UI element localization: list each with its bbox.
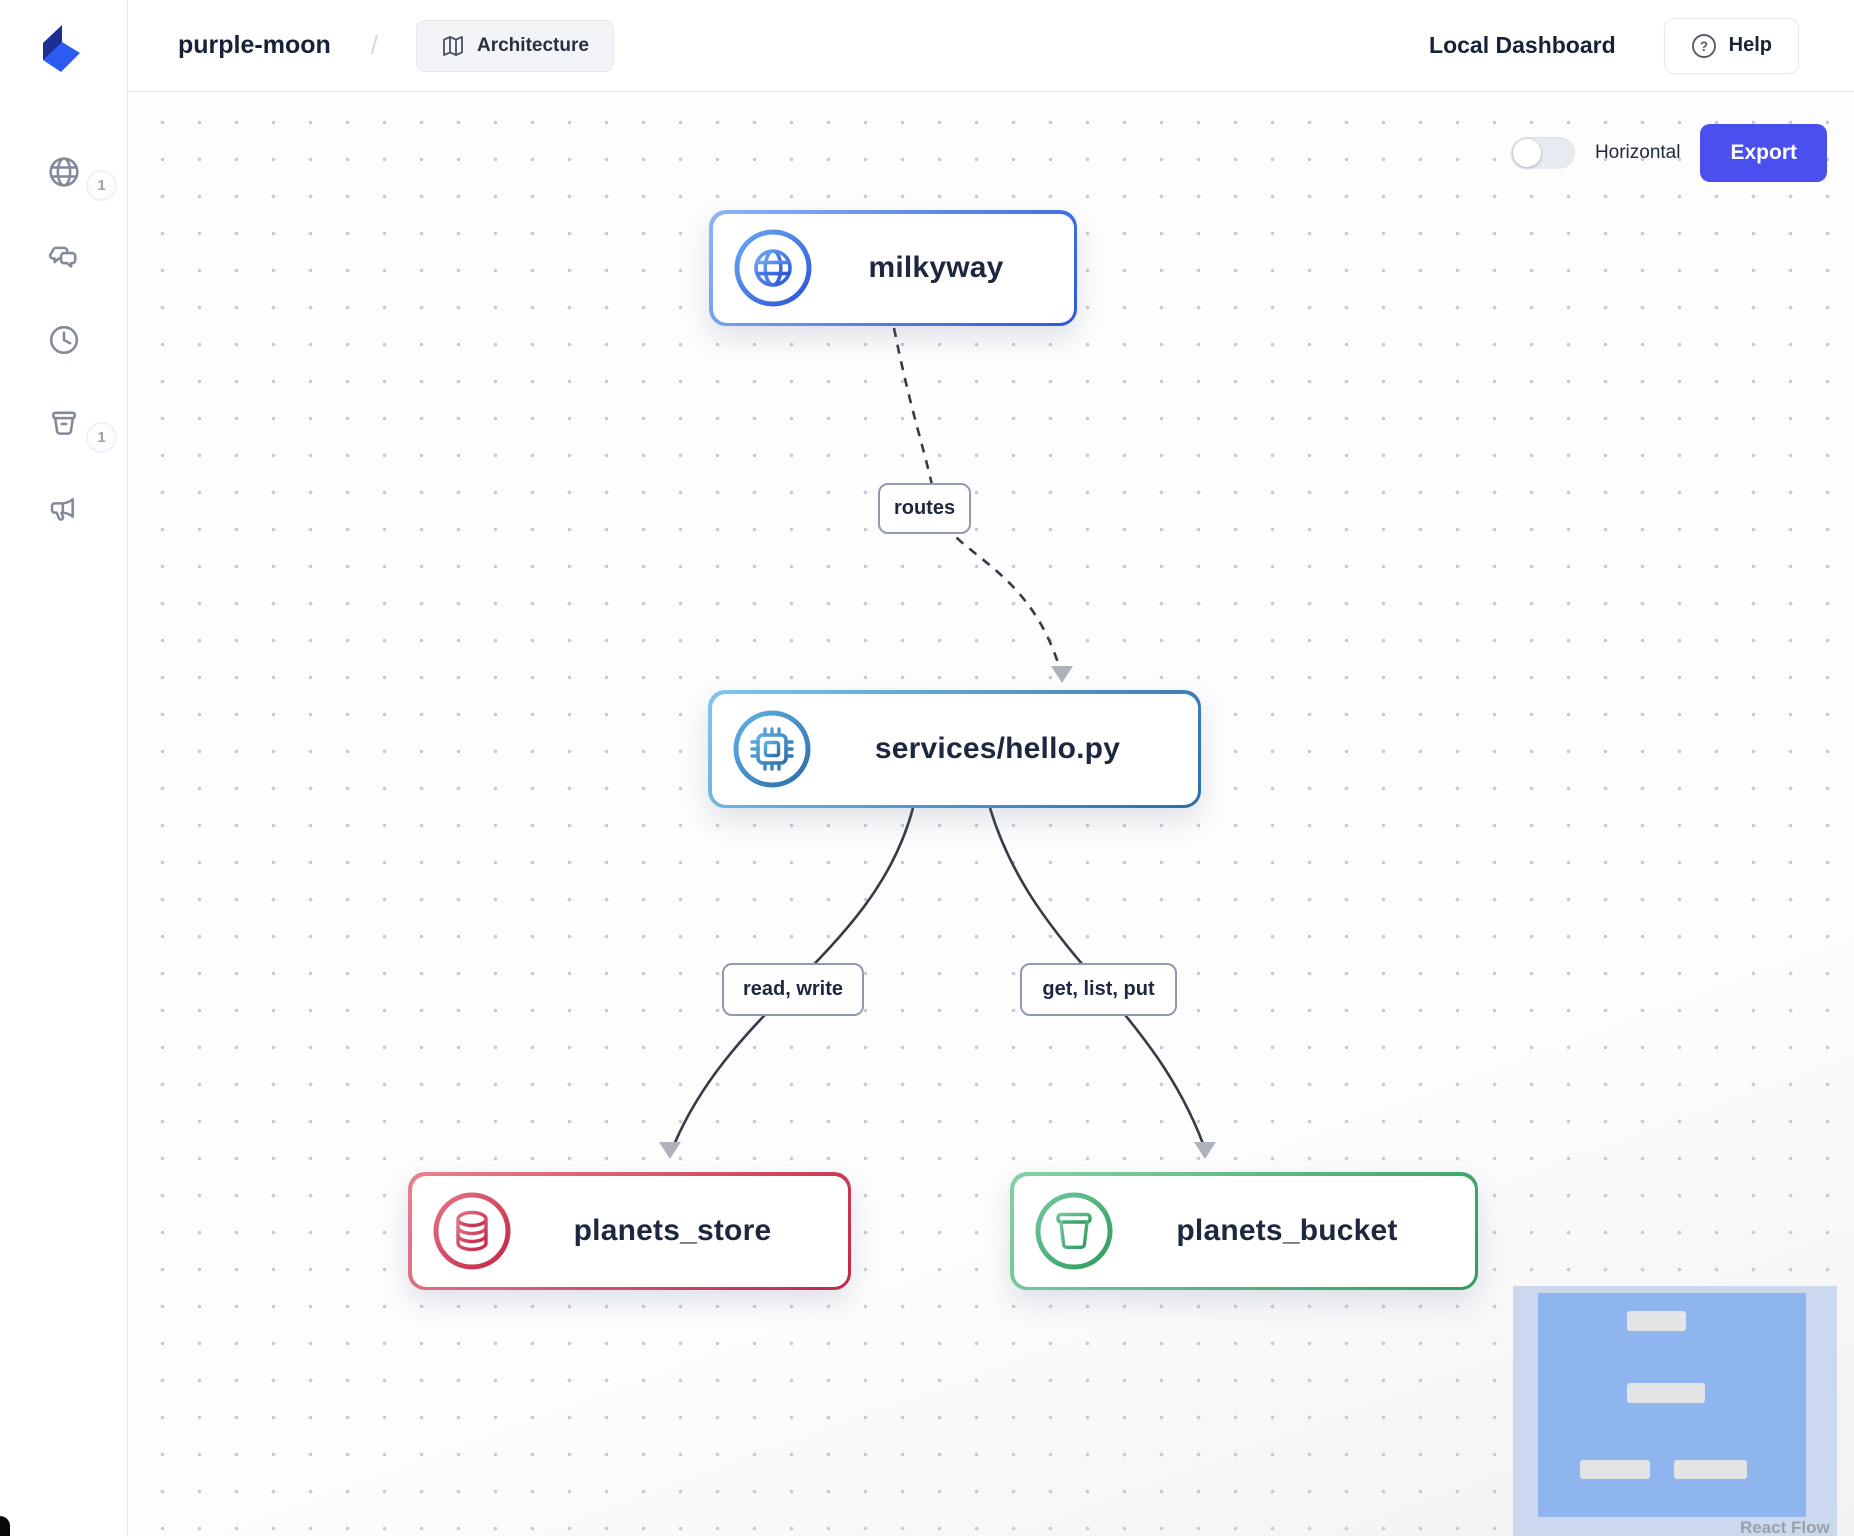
node-planets-bucket[interactable]: planets_bucket <box>1010 1172 1478 1290</box>
bucket-icon <box>48 408 80 440</box>
database-icon <box>432 1191 512 1271</box>
minimap-node <box>1627 1383 1705 1403</box>
minimap-node <box>1580 1460 1650 1479</box>
node-services-hello[interactable]: services/hello.py <box>708 690 1201 808</box>
node-planets-bucket-label: planets_bucket <box>1114 1214 1475 1248</box>
globe-icon <box>733 228 813 308</box>
node-planets-store-label: planets_store <box>512 1214 848 1248</box>
canvas-toolbar: Horizontal Export <box>1511 124 1827 182</box>
edge-routes-arrowhead <box>1051 666 1073 683</box>
edge-label-routes: routes <box>878 483 971 534</box>
clock-icon <box>48 324 80 356</box>
project-name: purple-moon <box>178 31 331 60</box>
edge-label-read-write: read, write <box>722 963 864 1016</box>
tab-architecture-label: Architecture <box>477 35 589 57</box>
page-title: Local Dashboard <box>1429 32 1616 59</box>
minimap[interactable] <box>1513 1286 1837 1536</box>
sidebar-item-storage[interactable]: 1 <box>0 394 128 454</box>
react-flow-attribution: React Flow <box>1740 1518 1830 1538</box>
node-milkyway[interactable]: milkyway <box>709 210 1077 326</box>
horizontal-toggle-label: Horizontal <box>1595 142 1681 164</box>
minimap-node <box>1674 1460 1747 1479</box>
header: purple-moon / Architecture Local Dashboa… <box>128 0 1854 92</box>
map-icon <box>441 34 465 58</box>
edge-get-list-put-arrowhead <box>1194 1142 1216 1159</box>
globe-icon <box>48 156 80 188</box>
megaphone-icon <box>48 492 80 524</box>
node-services-hello-label: services/hello.py <box>812 732 1198 766</box>
help-button-label: Help <box>1729 34 1772 57</box>
sidebar-item-websockets[interactable] <box>0 228 128 288</box>
edge-label-get-list-put: get, list, put <box>1020 963 1177 1016</box>
apis-count-badge: 1 <box>86 170 117 201</box>
edge-read-write-arrowhead <box>659 1142 681 1159</box>
node-planets-store[interactable]: planets_store <box>408 1172 851 1290</box>
help-button[interactable]: ? Help <box>1664 18 1799 74</box>
chat-icon <box>48 242 80 274</box>
breadcrumb-separator: / <box>371 30 378 61</box>
cpu-icon <box>732 709 812 789</box>
bucket-icon <box>1034 1191 1114 1271</box>
diagram-canvas[interactable]: Horizontal Export milkyway <box>128 92 1854 1536</box>
sidebar-item-apis[interactable]: 1 <box>0 142 128 202</box>
storage-count-badge: 1 <box>86 422 117 453</box>
minimap-viewport <box>1538 1293 1806 1517</box>
horizontal-toggle[interactable] <box>1511 137 1575 169</box>
sidebar-item-schedules[interactable] <box>0 310 128 370</box>
app-logo[interactable] <box>36 22 86 74</box>
toggle-knob <box>1513 139 1541 167</box>
minimap-node <box>1627 1311 1686 1331</box>
tab-architecture[interactable]: Architecture <box>416 20 614 72</box>
export-button[interactable]: Export <box>1700 124 1827 182</box>
node-milkyway-label: milkyway <box>813 251 1074 285</box>
question-circle-icon: ? <box>1691 33 1717 59</box>
sidebar: 1 1 <box>0 0 128 1536</box>
svg-text:?: ? <box>1700 39 1708 54</box>
sidebar-item-topics[interactable] <box>0 478 128 538</box>
